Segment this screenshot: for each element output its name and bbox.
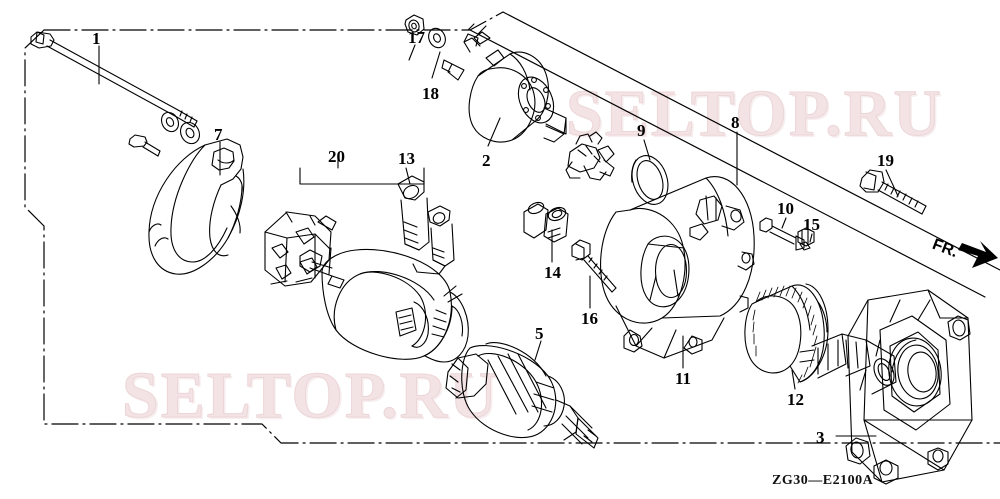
part-number-code: ZG30—E2100A xyxy=(772,473,874,488)
callout-14: 14 xyxy=(544,263,561,282)
fr-direction-arrow xyxy=(958,241,998,268)
part-13-brush-a xyxy=(397,175,430,251)
part-10-screw xyxy=(759,217,805,251)
callout-13: 13 xyxy=(398,149,415,168)
callout-8: 8 xyxy=(731,113,740,132)
part-yoke-cylinder xyxy=(299,248,469,363)
callout-9: 9 xyxy=(637,121,646,140)
callout-1: 1 xyxy=(92,29,101,48)
part-3-front-bracket xyxy=(845,289,973,485)
part-small-bolt-a xyxy=(128,134,161,157)
part-washer-a xyxy=(160,111,180,133)
callout-11: 11 xyxy=(675,369,692,388)
part-spring-cluster xyxy=(565,131,615,181)
part-5-armature xyxy=(445,342,599,449)
callout-16: 16 xyxy=(581,309,598,328)
callout-7: 7 xyxy=(214,125,223,144)
callout-10: 10 xyxy=(777,199,794,218)
part-washer-b xyxy=(179,121,201,145)
part-7-motor-case xyxy=(148,138,245,275)
callout-19: 19 xyxy=(877,151,894,170)
part-13-brush-b xyxy=(412,205,455,275)
part-19-flange-bolt xyxy=(859,169,927,215)
callout-18: 18 xyxy=(422,84,439,103)
part-11-gear-housing xyxy=(600,176,755,359)
callout-17: 17 xyxy=(408,28,425,47)
part-1-through-bolt xyxy=(30,31,198,128)
callout-12: 12 xyxy=(787,390,804,409)
watermark-bottom: SELTOP.RU xyxy=(122,359,499,433)
part-20-brush-holder xyxy=(264,211,337,287)
part-14-bushing xyxy=(523,201,569,243)
leader-lines xyxy=(98,44,899,437)
diagram-frame-diagonal xyxy=(469,11,1000,298)
part-16-screw xyxy=(571,239,617,293)
part-15-bolt xyxy=(797,227,815,251)
callout-20: 20 xyxy=(328,147,345,166)
part-2-magnetic-switch xyxy=(441,23,567,143)
watermark-top: SELTOP.RU xyxy=(566,77,943,151)
callout-3: 3 xyxy=(816,428,825,447)
part-18-washer xyxy=(428,27,446,49)
part-17-nut xyxy=(404,14,425,36)
callout-15: 15 xyxy=(803,215,820,234)
callout-2: 2 xyxy=(482,151,491,170)
callout-5: 5 xyxy=(535,324,544,343)
part-12-overrunning-clutch xyxy=(744,283,897,395)
